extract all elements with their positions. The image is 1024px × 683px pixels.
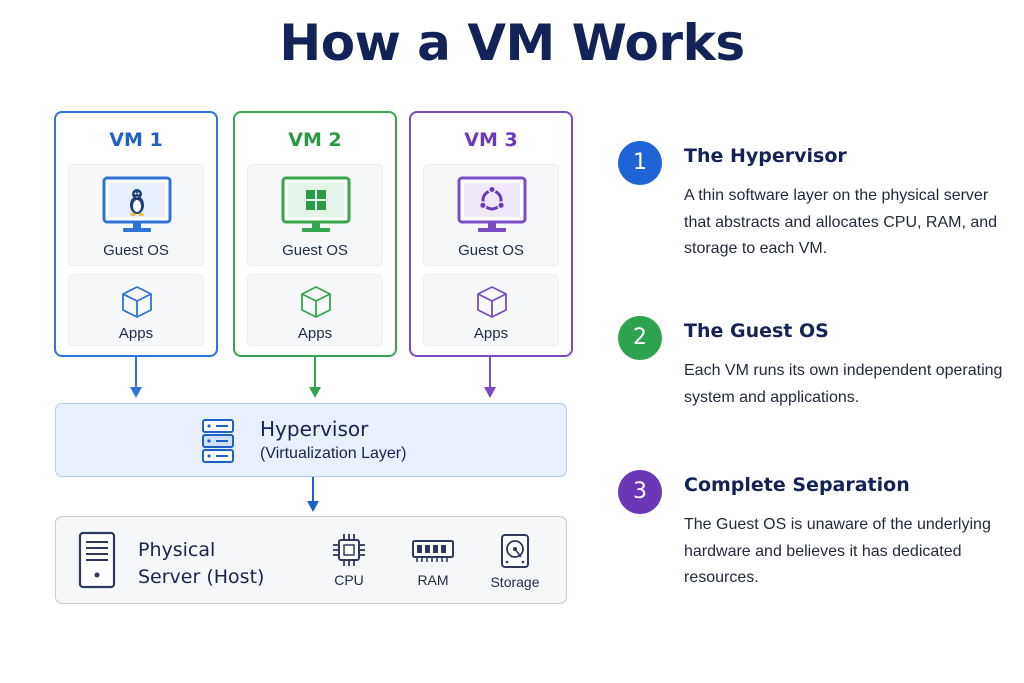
hard-drive-icon bbox=[501, 534, 529, 568]
resource-ram: RAM bbox=[398, 533, 468, 588]
arrow-down-icon bbox=[130, 357, 142, 398]
physical-server: Physical Server (Host) CPU bbox=[55, 516, 567, 604]
server-title: Physical Server (Host) bbox=[138, 537, 264, 591]
step-title: The Guest OS bbox=[684, 320, 829, 342]
server-rack-icon bbox=[202, 419, 234, 463]
step-description: Each VM runs its own independent operati… bbox=[684, 362, 1003, 406]
apps-label: Apps bbox=[297, 325, 333, 342]
apps-cube-icon bbox=[122, 286, 152, 318]
step-number-badge: 2 bbox=[618, 316, 662, 360]
resource-label: Storage bbox=[490, 574, 540, 590]
guest-os-card: Guest OS bbox=[423, 164, 559, 266]
step-number-badge: 3 bbox=[618, 470, 662, 514]
resource-storage: Storage bbox=[480, 533, 550, 590]
guest-os-card: Guest OS bbox=[247, 164, 383, 266]
vm-box-1: VM 1 Guest OS Apps bbox=[54, 111, 218, 357]
apps-card: Apps bbox=[247, 274, 383, 346]
vm-title: VM 3 bbox=[464, 129, 518, 151]
server-title-line2: Server (Host) bbox=[138, 566, 265, 588]
arrow-down-icon bbox=[484, 357, 496, 398]
step-description: The Guest OS is unaware of the underlyin… bbox=[684, 516, 991, 586]
hypervisor-layer: Hypervisor (Virtualization Layer) bbox=[55, 403, 567, 477]
apps-cube-icon bbox=[477, 286, 507, 318]
vm-box-3: VM 3 Guest OS Apps bbox=[409, 111, 573, 357]
apps-card: Apps bbox=[68, 274, 204, 346]
linux-penguin-icon bbox=[102, 176, 172, 232]
arrow-down-icon bbox=[309, 357, 321, 398]
server-tower-icon bbox=[78, 531, 116, 589]
hypervisor-title: Hypervisor bbox=[260, 417, 369, 441]
apps-cube-icon bbox=[301, 286, 331, 318]
vm-box-2: VM 2 Guest OS Apps bbox=[233, 111, 397, 357]
step-number-badge: 1 bbox=[618, 141, 662, 185]
windows-logo-icon bbox=[281, 176, 351, 232]
resource-label: RAM bbox=[417, 572, 449, 588]
guest-os-card: Guest OS bbox=[68, 164, 204, 266]
hypervisor-subtitle: (Virtualization Layer) bbox=[260, 445, 407, 462]
vm-title: VM 2 bbox=[288, 129, 342, 151]
arrow-down-icon bbox=[307, 477, 319, 512]
apps-label: Apps bbox=[473, 325, 509, 342]
resource-label: CPU bbox=[334, 572, 364, 588]
server-title-line1: Physical bbox=[138, 539, 216, 561]
vm-title: VM 1 bbox=[109, 129, 163, 151]
apps-card: Apps bbox=[423, 274, 559, 346]
ubuntu-logo-icon bbox=[457, 176, 527, 232]
step-title: The Hypervisor bbox=[684, 145, 847, 167]
step-title: Complete Separation bbox=[684, 474, 910, 496]
guest-os-label: Guest OS bbox=[103, 242, 169, 259]
guest-os-label: Guest OS bbox=[282, 242, 348, 259]
page-title: How a VM Works bbox=[279, 14, 745, 72]
guest-os-label: Guest OS bbox=[458, 242, 524, 259]
ram-module-icon bbox=[412, 540, 454, 562]
step-description: A thin software layer on the physical se… bbox=[684, 187, 998, 257]
cpu-chip-icon bbox=[333, 534, 365, 566]
resource-cpu: CPU bbox=[314, 533, 384, 588]
apps-label: Apps bbox=[118, 325, 154, 342]
